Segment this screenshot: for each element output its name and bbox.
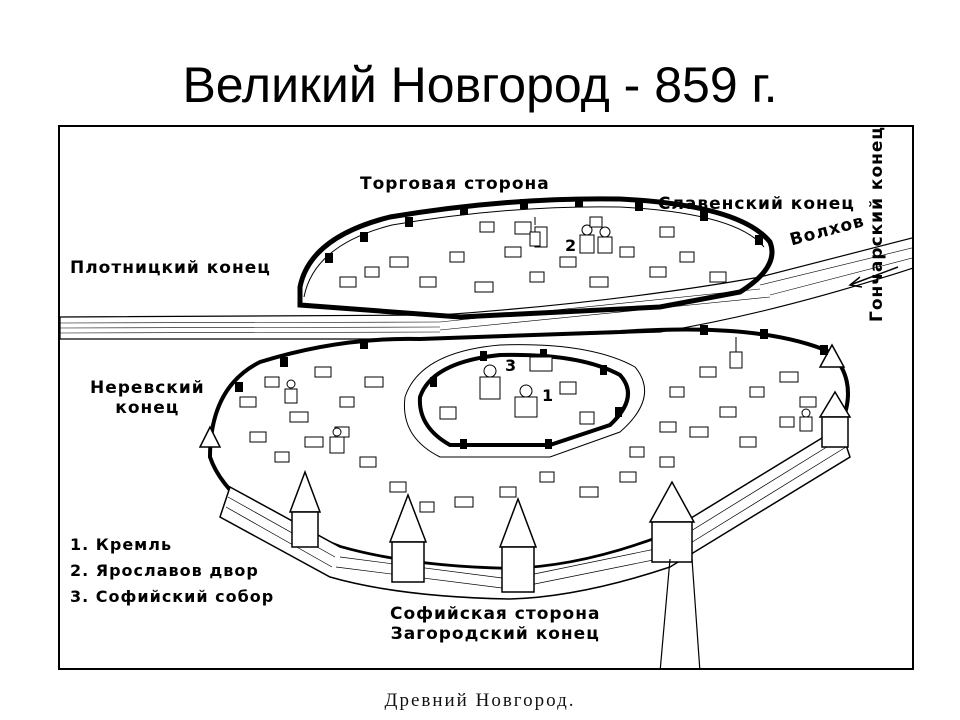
label-nerevsky-konets: Неревский конец	[90, 378, 205, 418]
trade-side-towers	[325, 197, 763, 263]
trade-side-buildings	[339, 221, 727, 293]
front-wall	[219, 425, 851, 600]
legend-item-kreml: 1. Кремль	[70, 535, 173, 554]
sofia-side-wall-towers	[235, 325, 828, 392]
figure-caption: Древний Новгород.	[384, 690, 576, 711]
marker-number-1: 1	[542, 386, 555, 405]
kremlin-towers	[430, 349, 622, 449]
slide-title: Великий Новгород - 859 г.	[182, 57, 778, 113]
marker-number-3: 3	[505, 356, 518, 375]
trade-side-churches	[529, 216, 613, 254]
label-sofiyskaya-storona: Софийская сторона Загородский конец	[390, 604, 601, 644]
legend-item-sofiysky-sobor: 3. Софийский собор	[70, 587, 275, 606]
legend-item-yaroslavov-dvor: 2. Ярославов двор	[70, 561, 259, 580]
kremlin-wall	[417, 352, 630, 447]
sofia-side-buildings	[239, 366, 817, 513]
label-nerevsky-line2: конец	[115, 397, 180, 418]
marker-number-2: 2	[565, 236, 578, 255]
legend: 1. Кремль 2. Ярославов двор 3. Софийский…	[70, 532, 274, 610]
kremlin-moat	[403, 344, 646, 458]
wall-masonry	[225, 436, 847, 590]
label-zagorodsky: Загородский конец	[390, 623, 600, 644]
south-gate-road	[659, 558, 701, 668]
volkhov-river	[60, 237, 912, 340]
kremlin-buildings	[439, 356, 595, 425]
sofia-side-towers	[198, 343, 852, 593]
sofia-side-churches	[284, 337, 813, 454]
map-frame: Торговая сторона Славенский конец Плотни…	[58, 125, 914, 670]
label-goncharsky-konets: Гончарский конец	[867, 125, 887, 322]
label-torgovaya-storona: Торговая сторона	[360, 174, 550, 194]
trade-side-wall	[297, 196, 775, 320]
city-map-illustration	[60, 196, 912, 668]
label-plotnitsky-konets: Плотницкий конец	[70, 258, 271, 278]
label-sofiyskaya: Софийская сторона	[390, 604, 601, 624]
label-slavensky-konets: Славенский конец	[658, 194, 855, 214]
label-nerevsky-line1: Неревский	[90, 378, 205, 398]
flow-arrow-icon	[848, 266, 899, 288]
